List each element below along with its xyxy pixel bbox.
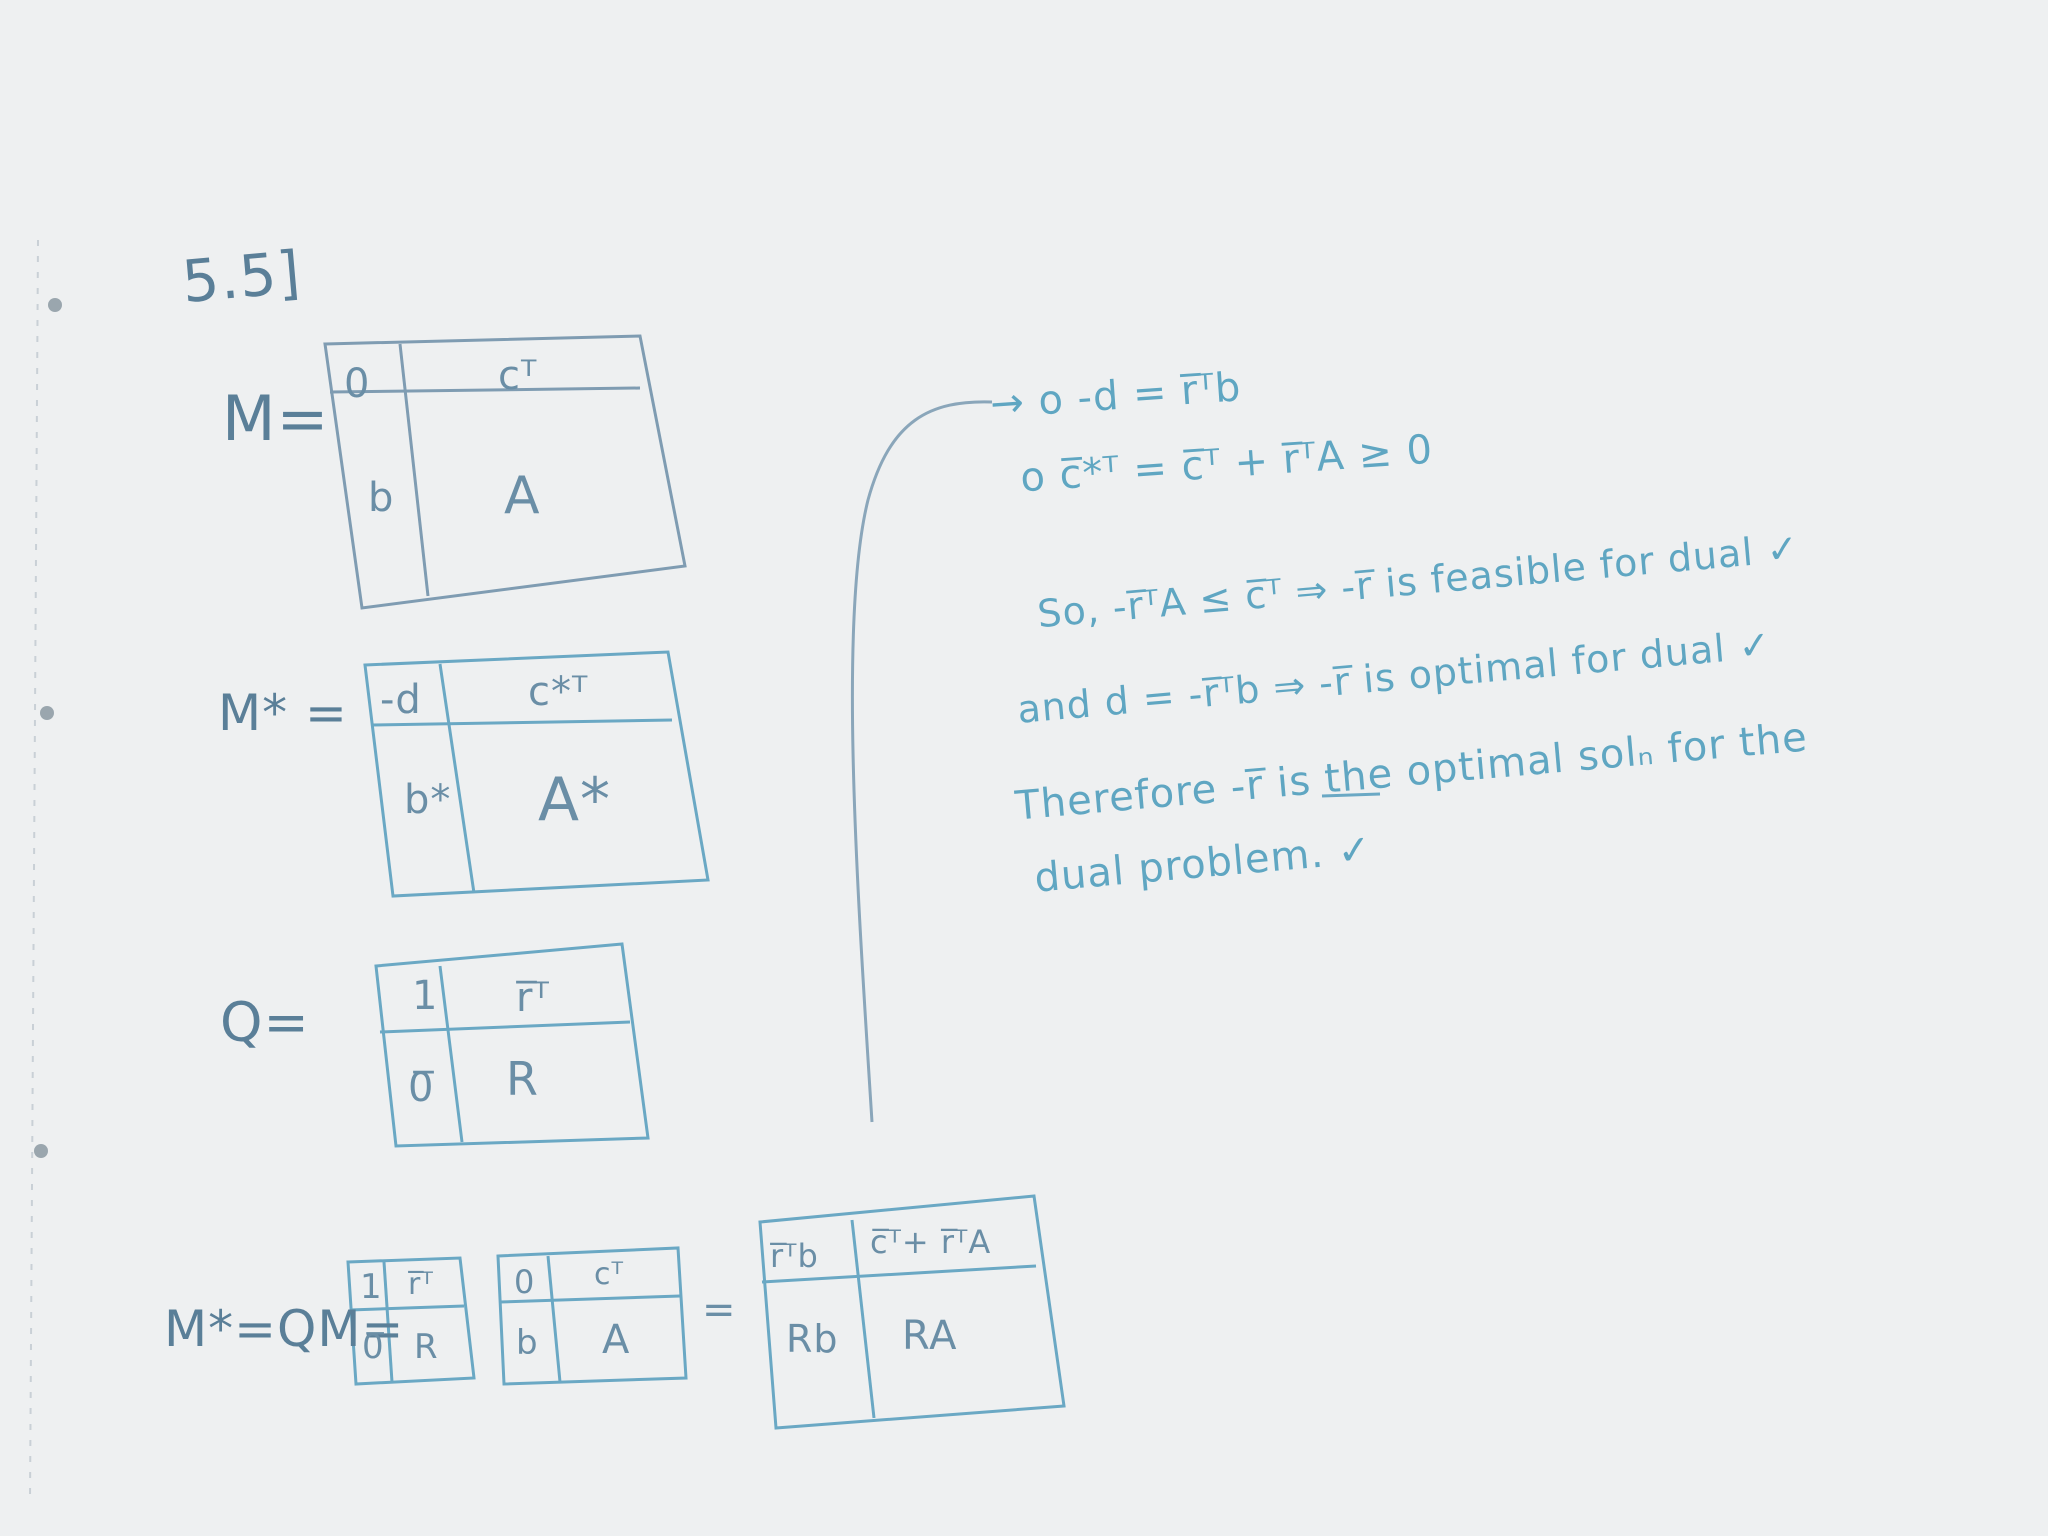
product-q-bottom-right: R: [414, 1327, 439, 1367]
margin-line: [29, 239, 39, 1501]
matrix-m-star-bottom-right: A*: [538, 765, 612, 835]
product-q-bottom-left: 0̅: [362, 1327, 385, 1367]
matrix-q-box: [374, 942, 650, 1148]
matrix-m-top-left: 0: [344, 361, 371, 407]
matrix-m-bottom-right: A: [504, 466, 541, 526]
matrix-q-top-left: 1: [412, 973, 439, 1019]
matrix-m-box: [323, 334, 687, 610]
matrix-q-top-right: r̅ᵀ: [516, 975, 550, 1021]
matrix-q-bottom-left: 0̅: [408, 1065, 435, 1111]
product-equals: =: [702, 1287, 737, 1333]
matrix-q-label: Q=: [220, 991, 310, 1054]
matrix-m-top-right: cᵀ: [498, 353, 538, 399]
product-q-top-left: 1: [360, 1267, 383, 1307]
problem-number: 5.5]: [179, 237, 304, 317]
product-result-bottom-right: RA: [902, 1313, 958, 1359]
connector-curve: [850, 400, 993, 1123]
product-m-bottom-left: b: [516, 1323, 539, 1363]
binder-hole-top: [48, 298, 62, 312]
product-result-top-right: c̅ᵀ+ r̅ᵀA: [870, 1223, 992, 1261]
product-label: M*=QM=: [164, 1300, 405, 1358]
product-m-top-left: 0: [514, 1263, 536, 1301]
note-line-5-emphasis: is: [1275, 757, 1313, 807]
underline-is: [1321, 792, 1381, 798]
product-q-box: [346, 1256, 476, 1386]
matrix-m-star-box: [363, 650, 710, 898]
matrix-m-star-top-right: c*ᵀ: [528, 669, 589, 715]
binder-hole-middle: [40, 706, 54, 720]
matrix-m-label: M=: [222, 382, 330, 455]
matrix-m-star-top-left: -d: [380, 677, 422, 723]
matrix-q-bottom-right: R: [506, 1052, 539, 1106]
product-m-bottom-right: A: [602, 1317, 631, 1363]
product-result-box: [758, 1194, 1066, 1430]
matrix-m-star-bottom-left: b*: [404, 777, 452, 823]
product-m-box: [496, 1246, 688, 1386]
product-q-top-right: r̅ᵀ: [408, 1267, 434, 1302]
binder-hole-bottom: [34, 1144, 48, 1158]
matrix-m-star-label: M* =: [218, 684, 348, 742]
product-result-bottom-left: Rb: [786, 1317, 839, 1361]
matrix-m-bottom-left: b: [368, 475, 395, 521]
product-result-top-left: r̅ᵀb: [770, 1237, 819, 1275]
product-m-top-right: cᵀ: [594, 1257, 625, 1292]
